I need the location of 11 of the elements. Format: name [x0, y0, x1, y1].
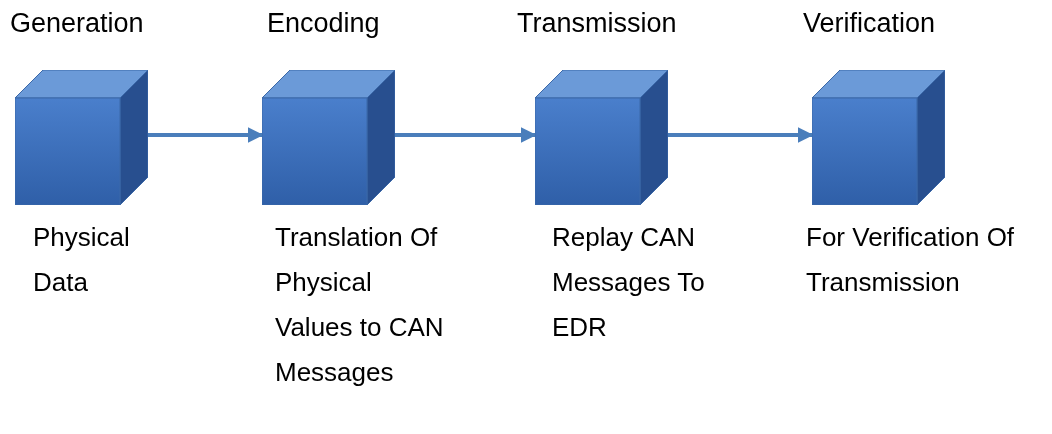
- stage-description: For Verification Of Transmission: [806, 221, 1016, 299]
- stage-description: Translation Of Physical Values to CAN Messages: [275, 221, 445, 389]
- stage-heading: Encoding: [267, 8, 380, 39]
- arrow: [395, 127, 537, 143]
- stage-heading: Transmission: [517, 8, 677, 39]
- stage-description: Replay CAN Messages To EDR: [552, 221, 706, 344]
- stage-description: Physical Data: [33, 221, 131, 299]
- arrow: [148, 127, 264, 143]
- stage-heading: Generation: [10, 8, 144, 39]
- arrow: [668, 127, 814, 143]
- stage-heading: Verification: [803, 8, 936, 39]
